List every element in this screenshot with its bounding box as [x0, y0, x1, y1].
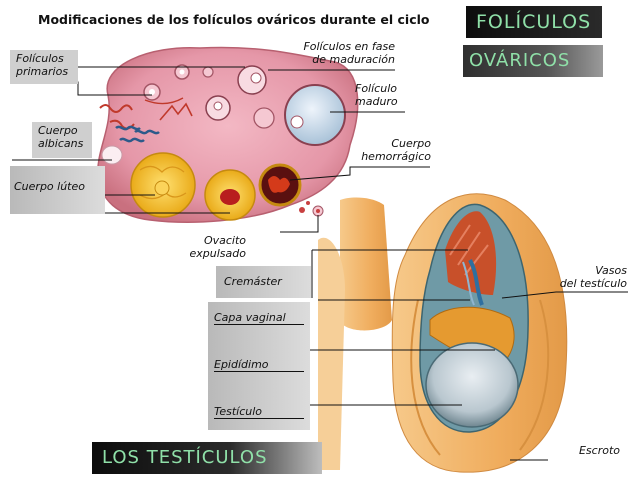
- banner-ovaricos: OVÁRICOS: [463, 45, 603, 77]
- label-cuerpo-hemorragico: Cuerpo hemorrágico: [345, 137, 431, 163]
- label-cremaster-text: Cremáster: [224, 275, 282, 288]
- label-foliculos-primarios-line1: Folículos: [16, 52, 64, 65]
- label-escroto-text: Escroto: [578, 444, 620, 457]
- label-epididimo-text: Epidídimo: [214, 358, 304, 372]
- label-cuerpo-hemorragico-line1: Cuerpo: [391, 137, 431, 150]
- label-ovacito-expulsado-line1: Ovacito: [203, 234, 246, 247]
- label-foliculo-maduro-line2: maduro: [355, 95, 398, 108]
- label-foliculos-fase-line1: Folículos en fase: [303, 40, 395, 53]
- label-foliculos-primarios-line2: primarios: [16, 65, 69, 78]
- label-cremaster: Cremáster: [216, 266, 311, 298]
- label-cuerpo-albicans-line2: albicans: [38, 137, 84, 150]
- label-foliculos-primarios: Folículos primarios: [10, 50, 78, 84]
- label-foliculos-fase-line2: de maduración: [312, 53, 395, 66]
- label-foliculos-fase: Folículos en fase de maduración: [270, 40, 395, 66]
- label-vasos-line2: del testículo: [559, 277, 627, 290]
- label-vasos: Vasos del testículo: [535, 264, 627, 290]
- label-cuerpo-luteo: Cuerpo lúteo: [10, 166, 105, 214]
- label-cuerpo-luteo-text: Cuerpo lúteo: [14, 180, 85, 193]
- testis-drawing: [318, 193, 568, 473]
- label-cuerpo-albicans: Cuerpo albicans: [32, 122, 92, 158]
- label-testiculo-text: Testículo: [214, 405, 304, 419]
- label-vasos-line1: Vasos: [595, 264, 627, 277]
- testis-leaders: [310, 249, 628, 461]
- label-ovacito-expulsado-line2: expulsado: [189, 247, 246, 260]
- ovary-drawing: [97, 46, 359, 223]
- label-ovacito-expulsado: Ovacito expulsado: [170, 234, 246, 260]
- label-capa-vaginal-text: Capa vaginal: [214, 311, 304, 325]
- label-escroto: Escroto: [560, 444, 620, 457]
- page-title: Modificaciones de los folículos ováricos…: [38, 12, 430, 27]
- label-capa-vaginal: Capa vaginal Epidídimo Testículo: [208, 302, 310, 430]
- banner-foliculos: FOLÍCULOS: [466, 6, 602, 38]
- banner-testiculos: LOS TESTÍCULOS: [92, 442, 322, 474]
- label-foliculo-maduro-line1: Folículo: [355, 82, 397, 95]
- label-cuerpo-hemorragico-line2: hemorrágico: [361, 150, 431, 163]
- label-foliculo-maduro: Folículo maduro: [355, 82, 415, 108]
- label-cuerpo-albicans-line1: Cuerpo: [38, 124, 78, 137]
